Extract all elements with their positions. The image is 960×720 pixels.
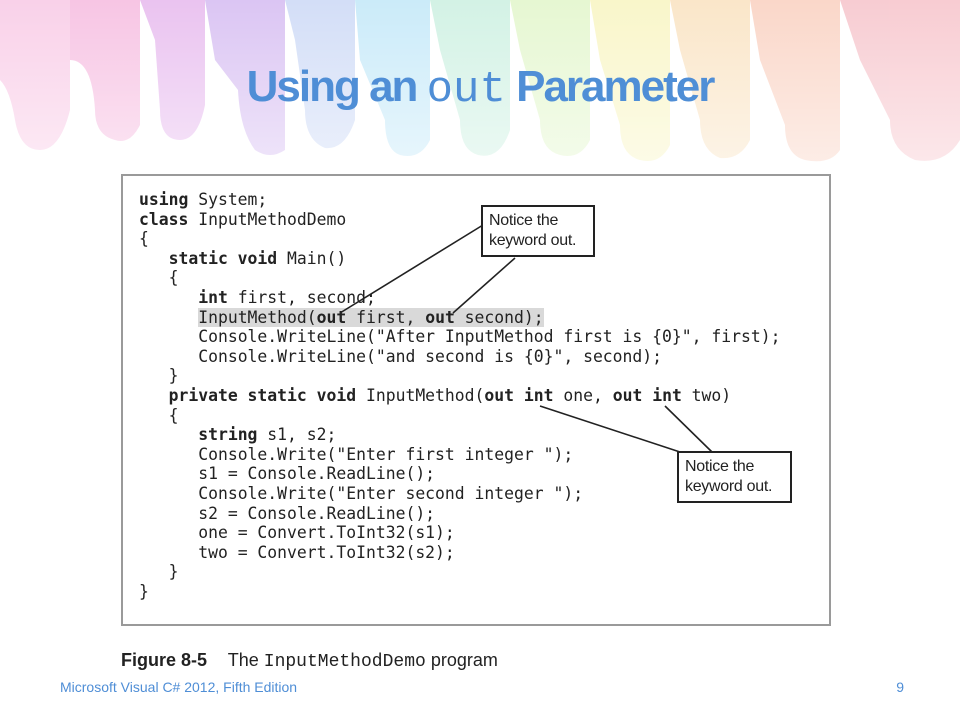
code-keyword: out [425, 307, 455, 327]
code-line: { [168, 268, 179, 288]
caption-text-after: program [430, 650, 498, 670]
code-keyword: out [316, 307, 347, 327]
code-line: Console.WriteLine("After InputMethod fir… [198, 327, 781, 347]
title-code: out [426, 65, 506, 115]
slide-title: Using an out Parameter [0, 62, 960, 115]
caption-text-before: The [227, 650, 259, 670]
callout-bottom-line2: keyword out. [685, 478, 773, 495]
code-line: two = Convert.ToInt32(s2); [198, 542, 455, 562]
code-keyword: int [523, 385, 554, 405]
code-keyword: out [484, 385, 515, 405]
code-line: InputMethod(out first, out second); [198, 307, 544, 327]
code-keyword: static void [168, 248, 278, 268]
code-line: { [139, 229, 149, 249]
code-line: one = Convert.ToInt32(s1); [198, 523, 455, 543]
code-line: Console.WriteLine("and second is {0}", s… [198, 346, 663, 366]
code-line: Console.Write("Enter second integer "); [198, 483, 584, 503]
callout-top: Notice the keyword out. [481, 205, 595, 257]
code-line: Console.Write("Enter first integer "); [198, 444, 574, 464]
code-line: using System; [139, 190, 268, 209]
code-keyword: out [612, 385, 643, 405]
caption-code: InputMethodDemo [263, 652, 426, 672]
code-line: int first, second; [198, 287, 376, 307]
code-line: } [168, 562, 179, 582]
figure-caption: Figure 8-5 The InputMethodDemo program [121, 650, 498, 672]
code-line: static void Main() [168, 248, 347, 268]
caption-figure-number: Figure 8-5 [121, 650, 208, 670]
title-suffix: Parameter [516, 62, 715, 111]
code-keyword: private static void [168, 385, 357, 405]
code-line: s2 = Console.ReadLine(); [198, 503, 436, 523]
callout-top-line2: keyword out. [489, 232, 577, 249]
code-line: { [168, 405, 179, 425]
code-figure-frame: using System;class InputMethodDemo{ stat… [121, 174, 831, 626]
code-line: } [139, 581, 149, 601]
code-line: } [168, 366, 179, 386]
code-keyword: class [139, 209, 189, 229]
code-keyword: int [652, 385, 682, 405]
code-line: private static void InputMethod(out int … [168, 385, 732, 405]
code-keyword: using [139, 190, 189, 209]
page-number: 9 [896, 679, 904, 695]
code-line: s1 = Console.ReadLine(); [198, 464, 436, 484]
callout-top-line1: Notice the [489, 212, 559, 229]
code-listing: using System;class InputMethodDemo{ stat… [139, 190, 780, 601]
code-keyword: string [198, 425, 258, 445]
code-line: string s1, s2; [198, 425, 337, 445]
callout-bottom-line1: Notice the [685, 458, 755, 475]
code-keyword: int [198, 287, 228, 307]
footer-book-title: Microsoft Visual C# 2012, Fifth Edition [60, 679, 298, 695]
title-prefix: Using an [246, 62, 419, 111]
callout-bottom: Notice the keyword out. [677, 451, 792, 503]
code-line: class InputMethodDemo [139, 209, 347, 229]
paint-drips-decoration [0, 0, 960, 165]
